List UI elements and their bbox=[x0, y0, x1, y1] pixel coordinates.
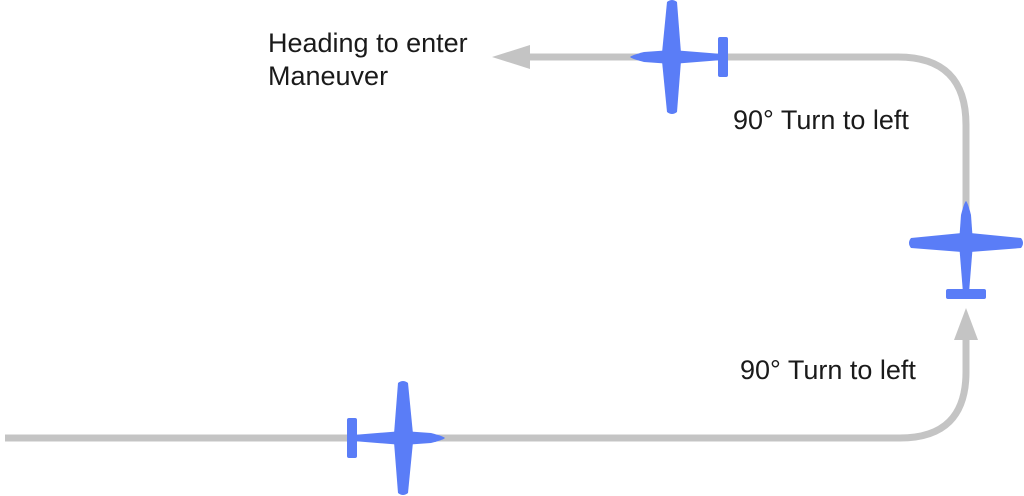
flight-path bbox=[5, 53, 970, 442]
arrowhead-left bbox=[492, 45, 530, 69]
airplane-top-icon bbox=[630, 0, 728, 114]
arrowhead-up bbox=[954, 308, 978, 340]
heading-label-line1: Heading to enter bbox=[268, 28, 468, 58]
path-bottom-leg bbox=[5, 337, 970, 442]
path-top-leg bbox=[526, 53, 970, 212]
airplane-bottom-icon bbox=[347, 381, 445, 495]
heading-label: Heading to enter Maneuver bbox=[268, 27, 468, 93]
turn-label-top: 90° Turn to left bbox=[733, 105, 909, 135]
airplane-right-icon bbox=[909, 201, 1023, 299]
heading-label-line2: Maneuver bbox=[268, 61, 389, 91]
turn-label-bottom: 90° Turn to left bbox=[740, 355, 916, 385]
